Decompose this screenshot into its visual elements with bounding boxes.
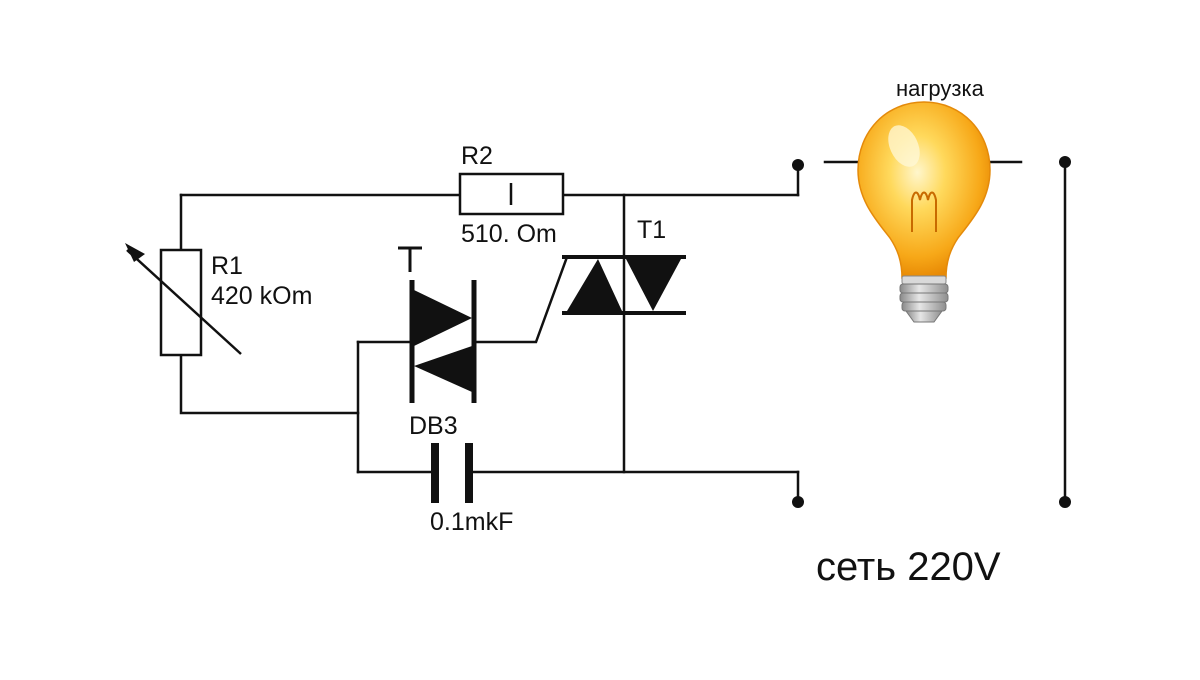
resistor-r1 bbox=[125, 243, 242, 357]
label-r2-value: 510. Om bbox=[461, 220, 557, 248]
light-bulb-icon bbox=[857, 101, 991, 323]
bulb-highlight bbox=[888, 125, 920, 167]
capacitor bbox=[431, 443, 473, 503]
bulb-glass bbox=[857, 101, 991, 279]
wire-r1-bottom bbox=[179, 353, 360, 415]
capacitor-plate-right bbox=[465, 443, 473, 503]
diac-triangle-lower bbox=[414, 346, 472, 392]
wire-db3-to-gate bbox=[473, 255, 569, 344]
label-capacitor-value: 0.1mkF bbox=[430, 508, 513, 536]
label-db3-name: DB3 bbox=[409, 412, 458, 440]
bulb-base-ring-1 bbox=[899, 283, 949, 294]
triac-triangle-right bbox=[626, 259, 681, 311]
terminal-top-left bbox=[792, 159, 804, 171]
label-mains: сеть 220V bbox=[816, 545, 1001, 589]
capacitor-plate-left bbox=[431, 443, 439, 503]
bulb-base-ring-3 bbox=[901, 301, 947, 312]
labels: R2 510. Om R1 420 kOm T1 DB3 0.1mkF нагр… bbox=[211, 76, 1001, 589]
label-load: нагрузка bbox=[896, 76, 985, 101]
triac-triangle-left bbox=[567, 259, 622, 311]
triac-t1 bbox=[562, 255, 686, 315]
terminal-bottom-left bbox=[792, 496, 804, 508]
wires bbox=[179, 160, 1067, 502]
bulb-filament bbox=[911, 191, 937, 232]
resistor-r2 bbox=[458, 172, 565, 216]
terminal-bottom-right bbox=[1059, 496, 1071, 508]
resistor-r1-arrow-line bbox=[126, 249, 242, 355]
label-r1-name: R1 bbox=[211, 252, 243, 280]
terminals bbox=[792, 156, 1071, 508]
label-t1-name: T1 bbox=[637, 216, 666, 244]
terminal-top-right bbox=[1059, 156, 1071, 168]
resistor-r1-arrow-head bbox=[125, 243, 145, 262]
label-r1-value: 420 kOm bbox=[211, 282, 312, 310]
bulb-neck bbox=[901, 275, 947, 285]
diac-db3 bbox=[398, 246, 477, 403]
bulb-base-ring-2 bbox=[899, 292, 949, 303]
bulb-base-tip bbox=[905, 310, 943, 323]
label-r2-name: R2 bbox=[461, 142, 493, 170]
resistor-r1-body bbox=[159, 248, 203, 357]
diac-triangle-upper bbox=[414, 290, 472, 346]
